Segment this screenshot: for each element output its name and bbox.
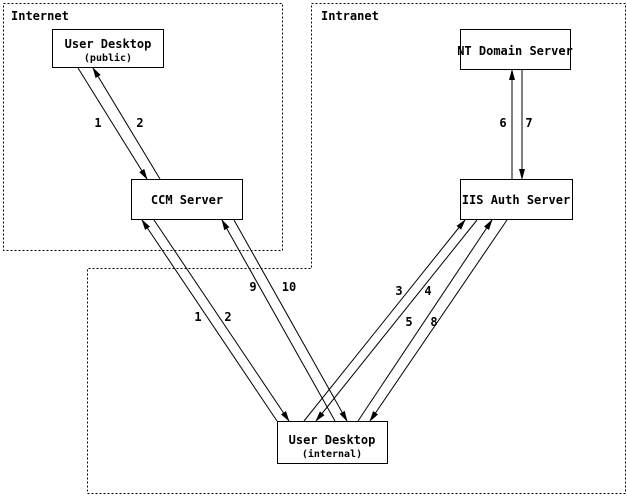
nt-domain-server-title: NT Domain Server [457, 44, 573, 58]
edge-label-3: 3 [395, 284, 402, 298]
user-desktop-public-title: User Desktop [65, 37, 152, 51]
edge-label-4: 4 [424, 284, 431, 298]
edge-2-ccm-to-public-desktop [92, 67, 161, 180]
edge-label-1-public: 1 [94, 116, 101, 130]
edge-label-6: 6 [499, 116, 506, 130]
node-nt-domain-server [460, 29, 571, 70]
edge-label-8: 8 [430, 315, 437, 329]
intranet-zone-border [87, 3, 626, 494]
internet-zone-border [3, 3, 283, 251]
edge-2-ccm-to-internal-desktop [153, 219, 290, 422]
edge-label-1-internal: 1 [194, 310, 201, 324]
edge-1-public-desktop-to-ccm [77, 67, 148, 180]
edge-5-internal-desktop-to-iis [357, 219, 493, 422]
edge-10-ccm-to-internal-desktop [233, 219, 348, 422]
edge-4-iis-to-internal-desktop [315, 219, 478, 422]
edge-label-10: 10 [282, 280, 296, 294]
user-desktop-internal-title: User Desktop [289, 433, 376, 447]
edge-8-iis-to-internal-desktop [369, 219, 508, 422]
node-iis-auth-server [460, 179, 573, 220]
intranet-zone-label: Intranet [321, 9, 379, 23]
user-desktop-public-subtitle: (public) [84, 52, 132, 64]
user-desktop-internal-subtitle: (internal) [302, 448, 362, 460]
ccm-server-title: CCM Server [151, 193, 223, 207]
edge-label-7: 7 [525, 116, 532, 130]
iis-auth-server-title: IIS Auth Server [462, 193, 570, 207]
edge-label-2-public: 2 [136, 116, 143, 130]
edge-9-internal-desktop-to-ccm [221, 219, 336, 422]
edge-label-2-internal: 2 [224, 310, 231, 324]
node-ccm-server [131, 179, 243, 220]
node-user-desktop-public [52, 29, 164, 68]
edge-label-5: 5 [405, 315, 412, 329]
node-user-desktop-internal [277, 421, 388, 464]
edge-3-internal-desktop-to-iis [303, 219, 466, 422]
internet-zone-label: Internet [11, 9, 69, 23]
edge-1-internal-desktop-to-ccm [141, 219, 278, 422]
edge-label-9: 9 [249, 280, 256, 294]
